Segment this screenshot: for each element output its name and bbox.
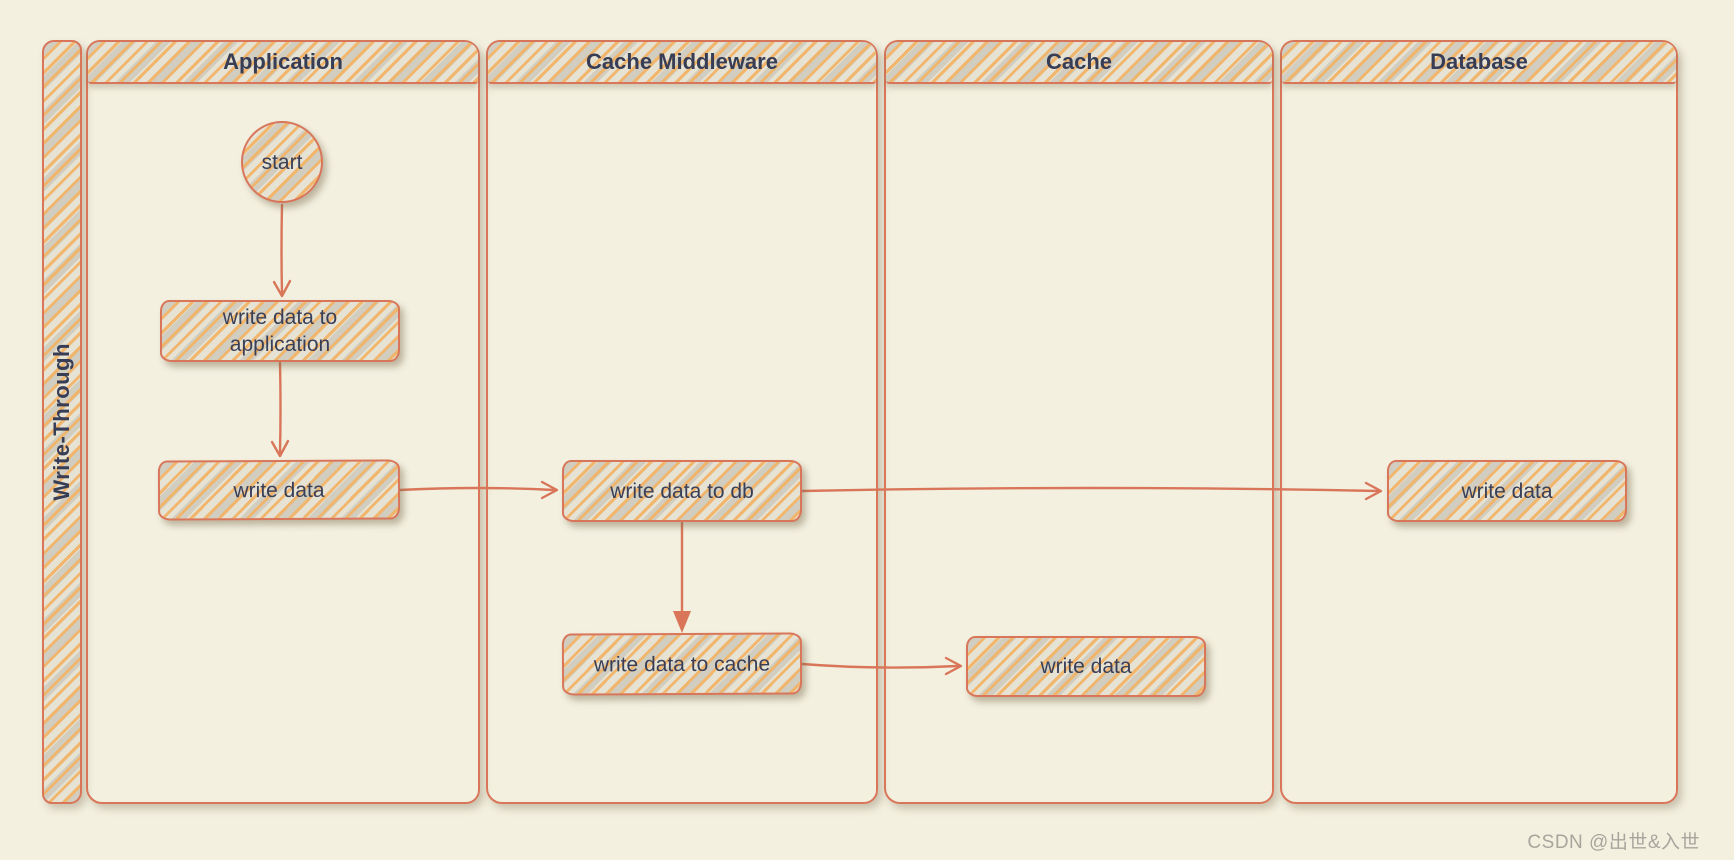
node-write-data-to-db-label: write data to db xyxy=(610,479,754,503)
node-write-data-to-cache-label: write data to cache xyxy=(593,652,771,676)
node-start: start xyxy=(241,121,323,203)
node-cache-write-data: write data xyxy=(966,636,1206,697)
node-write-data-to-application: write data to application xyxy=(160,300,400,362)
lane-database-title: Database xyxy=(1430,49,1528,74)
pool-title: Write-Through xyxy=(49,343,74,501)
node-start-label: start xyxy=(261,150,303,174)
lane-database: Database xyxy=(1280,40,1678,804)
lane-cache-middleware-header: Cache Middleware xyxy=(488,42,876,84)
lane-application: Application xyxy=(86,40,480,804)
lane-cache-header: Cache xyxy=(886,42,1272,84)
node-write-data-to-application-label: write data to application xyxy=(222,306,338,356)
lane-application-header: Application xyxy=(88,42,478,84)
node-write-data-to-db: write data to db xyxy=(562,460,802,522)
node-write-data-to-cache: write data to cache xyxy=(561,632,803,696)
csdn-watermark: CSDN @出世&入世 xyxy=(1527,832,1700,853)
node-app-write-data-label: write data xyxy=(233,478,325,502)
lane-cache-title: Cache xyxy=(1045,49,1113,74)
lane-cache-middleware: Cache Middleware xyxy=(486,40,878,804)
lane-cache: Cache xyxy=(884,40,1274,804)
node-cache-write-data-label: write data xyxy=(1040,655,1132,678)
node-db-write-data-label: write data xyxy=(1461,479,1553,503)
lane-application-title: Application xyxy=(223,49,343,74)
pool-title-bar: Write-Through xyxy=(42,40,82,804)
lane-cache-middleware-title: Cache Middleware xyxy=(586,49,778,74)
lane-database-header: Database xyxy=(1282,42,1676,84)
node-db-write-data: write data xyxy=(1387,460,1627,522)
node-app-write-data: write data xyxy=(157,459,401,521)
